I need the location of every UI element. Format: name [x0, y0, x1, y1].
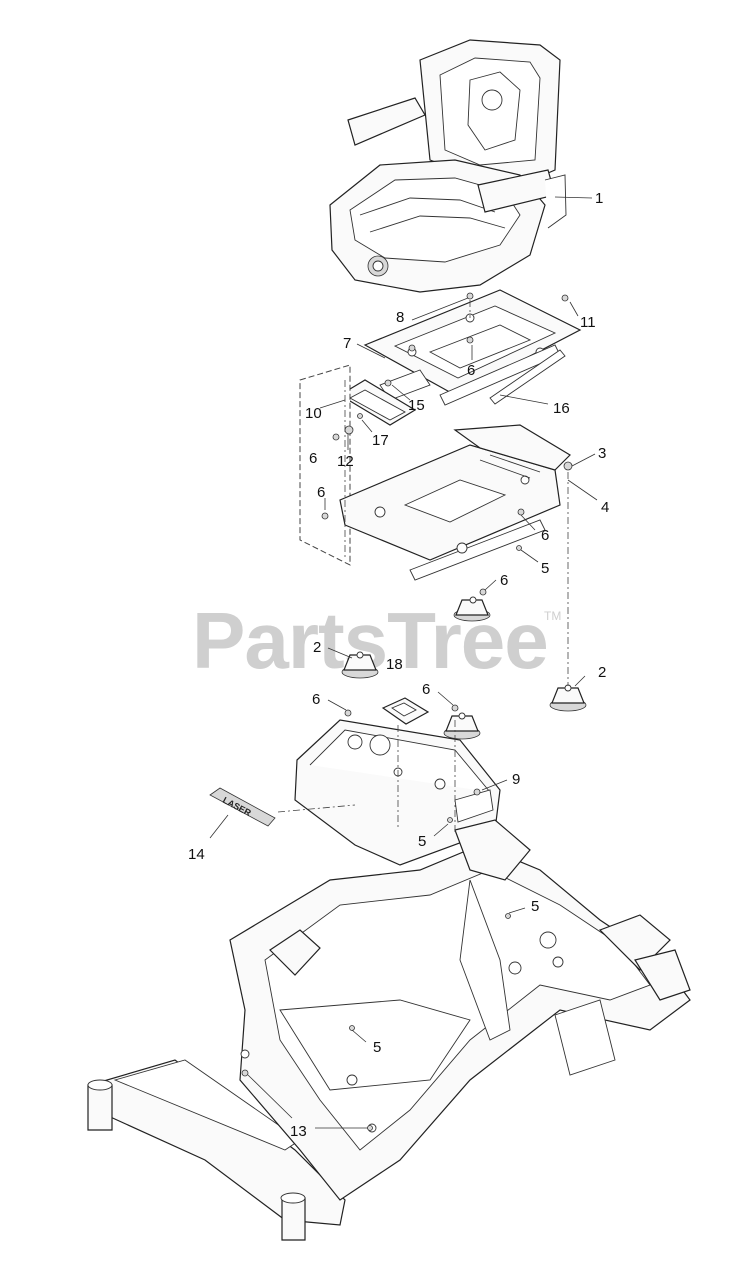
callout-5-frame-right: 5	[531, 898, 539, 915]
callout-6-pan-left: 6	[312, 691, 320, 708]
callout-2-right: 2	[598, 664, 606, 681]
callout-4: 4	[601, 499, 609, 516]
callout-14: 14	[188, 846, 205, 863]
hardware	[241, 292, 573, 1131]
callout-17: 17	[372, 432, 389, 449]
assembly-bracket-outline	[299, 364, 351, 566]
callout-9: 9	[512, 771, 520, 788]
bracket-10	[338, 379, 417, 426]
callout-6-base-left: 6	[317, 484, 325, 501]
callout-6-bracket: 6	[309, 450, 317, 467]
callout-2-left: 2	[313, 639, 321, 656]
seat-plate	[363, 289, 582, 406]
callout-labels: 1 8 11 7 6 15 16 10 17 6 12 3 4 6 6 5 6 …	[188, 190, 609, 1140]
callout-18: 18	[386, 656, 403, 673]
callout-12: 12	[337, 453, 354, 470]
seat-base	[339, 424, 571, 581]
callout-6-mount: 6	[500, 572, 508, 589]
laser-decal: LASER	[209, 787, 276, 827]
isolator-mount-right	[549, 684, 587, 712]
isolator-mount-rear	[443, 712, 481, 740]
leader-lines	[209, 196, 598, 1129]
callout-5-frame-center: 5	[373, 1039, 381, 1056]
isolator-mount-left	[341, 651, 379, 679]
callout-1: 1	[595, 190, 603, 207]
callout-6-base-right: 6	[541, 527, 549, 544]
callout-6-pan-right: 6	[422, 681, 430, 698]
callout-15: 15	[408, 397, 425, 414]
watermark-trademark: TM	[544, 609, 561, 623]
callout-5-pan: 5	[418, 833, 426, 850]
callout-11: 11	[580, 314, 596, 331]
warning-decal	[381, 697, 430, 725]
seat-pan	[294, 719, 501, 866]
callout-10: 10	[305, 405, 322, 422]
callout-16: 16	[553, 400, 570, 417]
assembly-lines	[277, 300, 569, 835]
mower-frame	[87, 819, 691, 1241]
callout-6-plate: 6	[467, 362, 475, 379]
isolator-mount-center	[453, 596, 491, 622]
callout-5-base: 5	[541, 560, 549, 577]
callout-13: 13	[290, 1123, 307, 1140]
seat	[329, 39, 567, 293]
spring-rod	[489, 349, 566, 405]
callout-7: 7	[343, 335, 351, 352]
callout-8: 8	[396, 309, 404, 326]
callout-3: 3	[598, 445, 606, 462]
